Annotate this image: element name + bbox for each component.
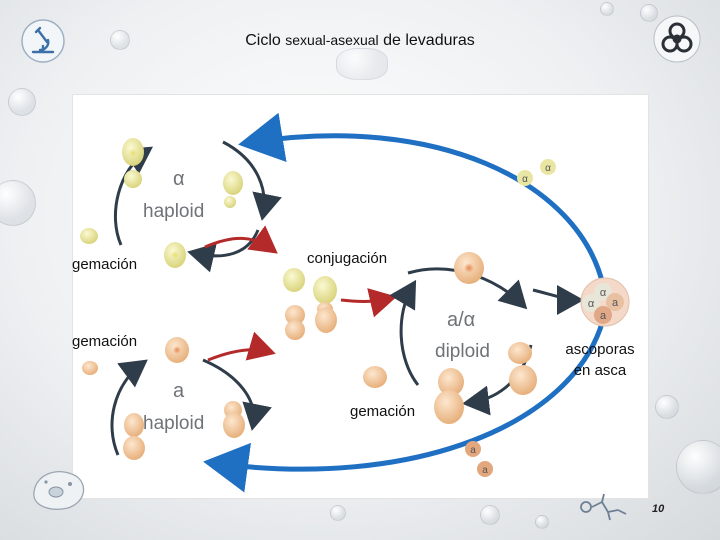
haploid-a-cycle-arrow [110, 359, 148, 456]
conjugation-label: conjugación [307, 250, 388, 267]
life-cycle-diagram: α α a a α α a a α haploid a haploid a/α … [73, 95, 648, 498]
conjugating-cells [283, 268, 337, 340]
released-alpha-spores: α α [517, 159, 556, 186]
bubble-decoration [110, 30, 130, 50]
title-part-2: sexual-asexual [285, 32, 379, 48]
diagram-canvas: α α a a α α a a α haploid a haploid a/α … [80, 112, 630, 493]
alpha-spore-return-arrow [238, 112, 606, 288]
released-a-spores: a a [465, 441, 493, 477]
spore-alpha-label: α [545, 163, 551, 174]
haploid-a-cells [82, 337, 245, 460]
diploid-cycle-arrow [389, 279, 420, 386]
haploid-a-cycle-arrow [202, 358, 272, 431]
ascus-spore-alpha: α [588, 298, 595, 310]
haploid-a-label: haploid [143, 413, 204, 434]
a-spore-return-arrow [203, 317, 606, 493]
ascus-spore-a: a [612, 297, 619, 309]
ascospores-label-line1: ascoporas [565, 341, 635, 358]
haploid-alpha-cycle-arrow [187, 229, 260, 273]
ascus-spore-alpha: α [600, 287, 607, 299]
title-part-3: de levaduras [383, 32, 475, 49]
ascus-spore-a: a [600, 310, 607, 322]
bubble-decoration [535, 515, 549, 529]
a-symbol: a [173, 380, 185, 402]
ascus: α α a a [580, 277, 630, 327]
bubble-decoration [480, 505, 500, 525]
bubble-decoration [655, 395, 679, 419]
haploid-alpha-label: haploid [143, 201, 204, 222]
spore-alpha-label: α [522, 174, 528, 185]
budding-label: gemación [72, 333, 138, 350]
diploid-cells [363, 252, 537, 424]
bubble-decoration [640, 4, 658, 22]
bubble-decoration [336, 48, 388, 80]
a-alpha-label: a/α [447, 309, 475, 331]
ascospores-label-line2: en asca [573, 362, 627, 379]
conjugation-arrow-top [204, 225, 278, 254]
title-part-1: Ciclo [245, 32, 281, 49]
budding-label: gemación [72, 256, 138, 273]
microscope-icon [21, 19, 65, 63]
sporulation-arrow [532, 284, 584, 315]
alpha-symbol: α [173, 168, 185, 190]
biohazard-icon [653, 15, 701, 63]
haploid-alpha-cells [80, 138, 243, 268]
bubble-decoration [8, 88, 36, 116]
zygote-arrow [340, 288, 397, 318]
bubble-decoration [330, 505, 346, 521]
diploid-label: diploid [435, 341, 490, 362]
ascospores-label: ascoporas en asca [556, 339, 644, 381]
spore-a-label: a [482, 465, 488, 476]
conjugation-arrow-bottom [207, 331, 276, 362]
haploid-alpha-cycle-arrow [222, 140, 282, 221]
slide-title: Ciclo sexual-asexual de levaduras [0, 32, 720, 50]
bubble-decoration [600, 2, 614, 16]
spore-a-label: a [470, 445, 476, 456]
cell-icon [33, 471, 85, 510]
molecule-icon [580, 493, 627, 521]
page-number: 10 [652, 503, 665, 515]
budding-label: gemación [350, 403, 416, 420]
bubble-decoration [676, 440, 720, 494]
bubble-decoration [0, 180, 36, 226]
